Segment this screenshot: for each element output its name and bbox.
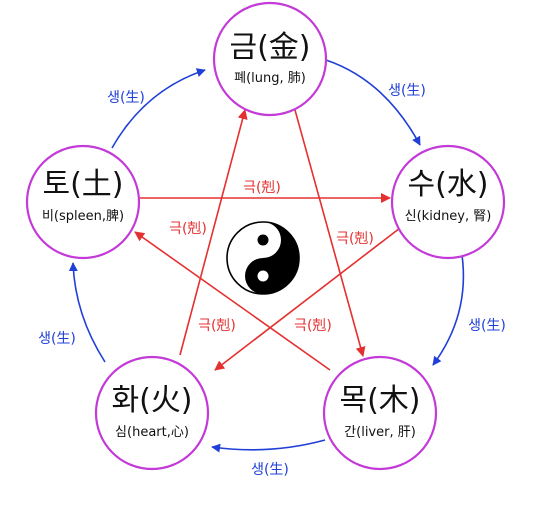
generating-arrow-fire-to-earth (68, 262, 106, 363)
generating-arrow-water-to-wood (432, 254, 465, 366)
element-earth-title: 토(土) (42, 167, 123, 202)
controlling-label-water-fire: 극(剋) (294, 318, 332, 334)
controlling-label-wood-earth: 극(剋) (169, 221, 207, 237)
element-wood-circle (322, 355, 438, 471)
generating-labels: 생(生) 생(生) 생(生) 생(生) 생(生) (38, 83, 506, 478)
element-metal-circle (212, 1, 328, 117)
controlling-labels: 극(剋) 극(剋) 극(剋) 극(剋) 극(剋) (169, 180, 374, 334)
element-earth: 토(土) 비(spleen,脾) (25, 144, 141, 260)
element-fire-circle (94, 355, 210, 471)
controlling-label-metal-wood: 극(剋) (336, 231, 374, 247)
controlling-arrow-metal-to-wood (294, 109, 366, 357)
element-water-subtitle: 신(kidney, 腎) (405, 209, 492, 224)
generating-label-metal-water: 생(生) (388, 83, 426, 99)
controlling-label-fire-metal: 극(剋) (198, 318, 236, 334)
element-water: 수(水) 신(kidney, 腎) (390, 144, 506, 260)
element-metal-subtitle: 폐(lung, 肺) (234, 71, 306, 86)
generating-arrow-earth-to-metal (111, 68, 206, 149)
generating-label-water-wood: 생(生) (468, 318, 506, 334)
controlling-label-earth-water: 극(剋) (243, 180, 281, 196)
element-fire-subtitle: 심(heart,心) (115, 425, 189, 440)
generating-arrow-wood-to-fire (211, 439, 326, 453)
element-water-circle (390, 144, 506, 260)
generating-arrow-metal-to-water (325, 59, 421, 146)
generating-cycle (68, 59, 465, 453)
generating-label-earth-metal: 생(生) (107, 90, 145, 106)
controlling-arrow-fire-to-metal (179, 109, 248, 356)
element-fire-title: 화(火) (111, 383, 192, 418)
controlling-arrow-wood-to-earth (134, 231, 331, 371)
controlling-cycle (133, 109, 401, 371)
element-wood: 목(木) 간(liver, 肝) (322, 355, 438, 471)
element-fire: 화(火) 심(heart,心) (94, 355, 210, 471)
element-earth-circle (25, 144, 141, 260)
generating-label-fire-earth: 생(生) (38, 331, 76, 347)
element-wood-subtitle: 간(liver, 肝) (344, 425, 416, 440)
yin-yang-icon (226, 221, 300, 295)
element-water-title: 수(水) (407, 167, 488, 202)
element-wood-title: 목(木) (339, 383, 420, 418)
controlling-arrow-water-to-fire (214, 227, 401, 371)
generating-label-wood-fire: 생(生) (251, 462, 289, 478)
element-metal: 금(金) 폐(lung, 肺) (212, 1, 328, 117)
element-earth-subtitle: 비(spleen,脾) (42, 209, 124, 224)
element-metal-title: 금(金) (229, 30, 310, 65)
